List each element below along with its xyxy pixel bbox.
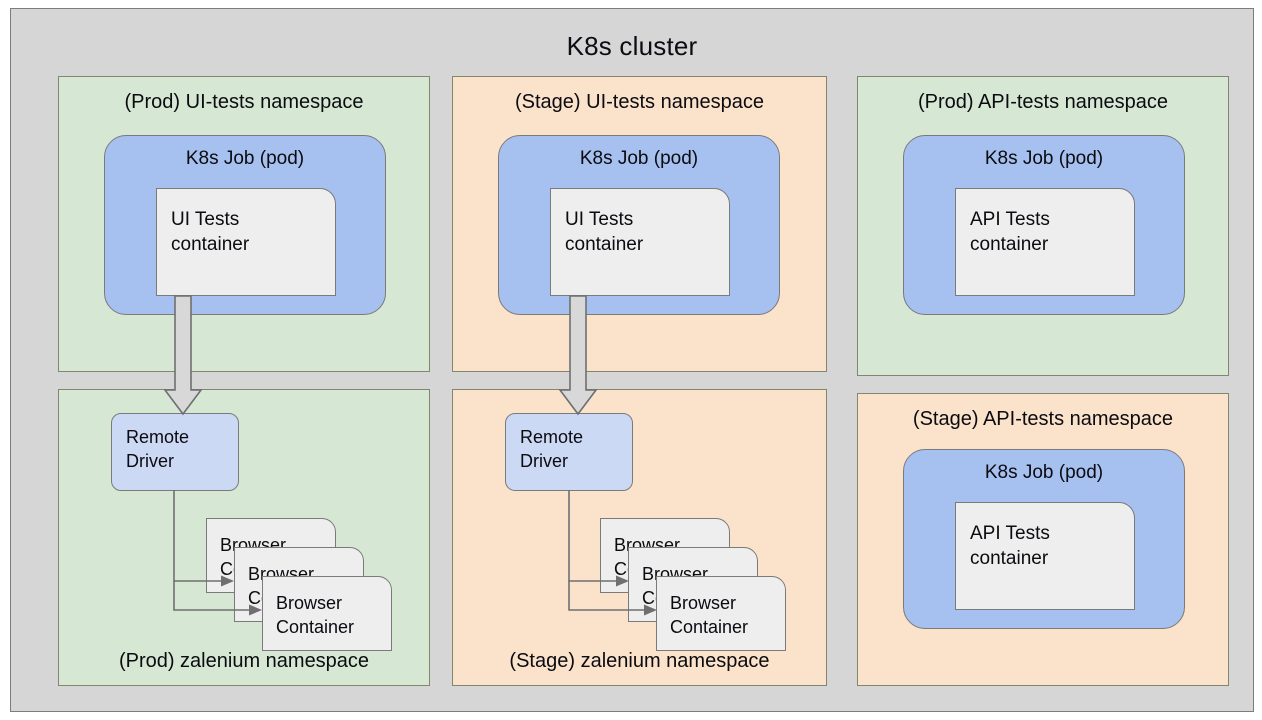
pod-title: K8s Job (pod) (984, 462, 1104, 483)
cluster-title: K8s cluster (566, 31, 698, 61)
container-label-line2: container (565, 234, 644, 256)
pod-prod-api-tests[interactable]: K8s Job (pod) API Tests container (903, 135, 1185, 315)
namespace-title: (Stage) zalenium namespace (509, 650, 770, 672)
namespace-title: (Prod) UI-tests namespace (124, 91, 364, 113)
remote-driver-label-line1: Remote (520, 427, 584, 447)
browser-container-3[interactable]: Browser Container (656, 576, 786, 651)
container-label-line1: UI Tests (171, 209, 240, 230)
container-label-line2: container (171, 234, 250, 256)
namespace-prod-zalenium[interactable]: (Prod) zalenium namespace Remote Driver … (58, 389, 430, 686)
namespace-title: (Stage) UI-tests namespace (515, 91, 764, 113)
container-api-tests[interactable]: API Tests container (955, 502, 1135, 610)
namespace-stage-zalenium[interactable]: (Stage) zalenium namespace Remote Driver… (452, 389, 827, 686)
browser-container-3[interactable]: Browser Container (262, 576, 392, 651)
namespace-stage-ui-tests[interactable]: (Stage) UI-tests namespace K8s Job (pod)… (452, 76, 827, 372)
container-api-tests[interactable]: API Tests container (955, 188, 1135, 296)
namespace-title: (Stage) API-tests namespace (912, 408, 1174, 430)
pod-title: K8s Job (pod) (984, 148, 1104, 169)
pod-title: K8s Job (pod) (579, 148, 699, 169)
remote-driver-label-line2: Driver (520, 450, 568, 471)
container-ui-tests[interactable]: UI Tests container (550, 188, 730, 296)
remote-driver-prod[interactable]: Remote Driver (111, 413, 239, 491)
remote-driver-stage[interactable]: Remote Driver (505, 413, 633, 491)
remote-driver-label-line2: Driver (126, 450, 174, 471)
browser-container-label-line1: Browser (670, 593, 737, 613)
container-label-line2: container (970, 234, 1049, 256)
namespace-prod-api-tests[interactable]: (Prod) API-tests namespace K8s Job (pod)… (857, 76, 1229, 376)
container-label-line1: UI Tests (565, 209, 634, 230)
browser-container-label-line1: Browser (276, 593, 343, 613)
container-ui-tests[interactable]: UI Tests container (156, 188, 336, 296)
container-label-line1: API Tests (970, 523, 1050, 544)
namespace-title: (Prod) API-tests namespace (917, 91, 1169, 113)
namespace-title: (Prod) zalenium namespace (118, 650, 370, 672)
container-label-line1: API Tests (970, 209, 1050, 230)
pod-stage-api-tests[interactable]: K8s Job (pod) API Tests container (903, 449, 1185, 629)
pod-stage-ui-tests[interactable]: K8s Job (pod) UI Tests container (498, 135, 780, 315)
container-label-line2: container (970, 548, 1049, 570)
pod-title: K8s Job (pod) (185, 148, 305, 169)
namespace-stage-api-tests[interactable]: (Stage) API-tests namespace K8s Job (pod… (857, 393, 1229, 686)
remote-driver-label-line1: Remote (126, 427, 190, 447)
browser-container-label-line2: Container (670, 617, 749, 638)
namespace-prod-ui-tests[interactable]: (Prod) UI-tests namespace K8s Job (pod) … (58, 76, 430, 372)
browser-container-label-line2: Container (276, 617, 355, 638)
pod-prod-ui-tests[interactable]: K8s Job (pod) UI Tests container (104, 135, 386, 315)
